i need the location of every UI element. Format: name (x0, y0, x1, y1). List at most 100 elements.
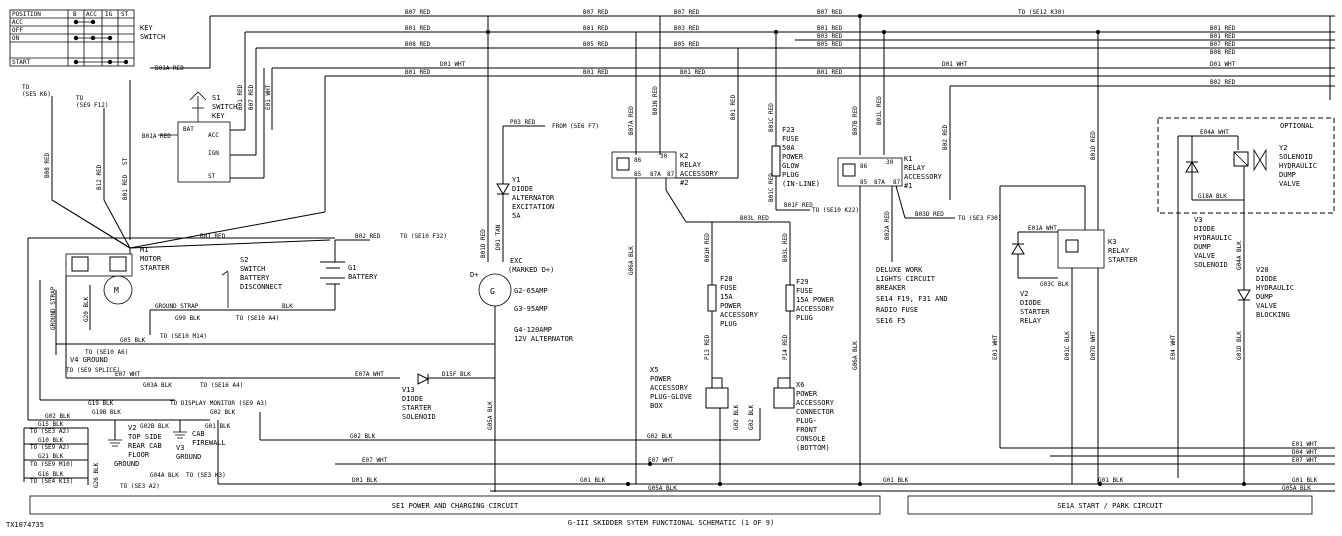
v3-ground-label-3: V3 (176, 444, 184, 452)
k2-label-2: RELAY (680, 161, 702, 169)
s1-label: S1 (212, 94, 220, 102)
wire-label: B07B RED (852, 106, 859, 135)
wire-label: B02 RED (942, 124, 949, 150)
ref-label: TO (SE9 M10) (30, 461, 73, 468)
s1-term-bat: BAT (183, 126, 194, 133)
wire-label: B03D RED (915, 211, 944, 218)
f28-label-5: ACCESSORY (720, 311, 759, 319)
v3-diode-label-3: HYDRAULIC (1194, 234, 1232, 242)
wire-label: G10 BLK (38, 437, 64, 444)
v20-label-5: VALVE (1256, 302, 1277, 310)
wire-label: B02A RED (884, 211, 891, 240)
m1-label-2: MOTOR (140, 255, 162, 263)
v3-diode-label: V3 (1194, 216, 1202, 224)
wire-label: E01 WHT (1292, 441, 1318, 448)
wire-label: B01F RED (784, 202, 813, 209)
v2-ground-label-3: REAR CAB (128, 442, 162, 450)
ref-label: TO (SE9 A2) (30, 444, 70, 451)
wire-label: B01 RED (122, 174, 129, 200)
wire-label: B08 RED (1210, 49, 1236, 56)
wire-label: B05 RED (583, 41, 609, 48)
table-header-position: POSITION (12, 11, 41, 18)
k2-pin-85: 85 (634, 171, 642, 178)
table-row-on: ON (12, 35, 20, 42)
motor-symbol: M (114, 286, 119, 295)
v20-label: V20 (1256, 266, 1269, 274)
wire-label: B07 RED (1210, 41, 1236, 48)
wire-label: G05 BLK (120, 337, 146, 344)
k1-pin-87: 87 (893, 179, 901, 186)
wire-label: D01C BLK (1064, 331, 1071, 360)
top-bus-labels: B07 RED B07 RED B07 RED B07 RED TO (SE12… (155, 9, 1236, 86)
wire-label: B01A RED (155, 65, 184, 72)
key-switch-title-2: SWITCH (140, 33, 165, 41)
wire-label: D01 TAN (495, 224, 502, 250)
key-switch-s1: S1 SWITCH KEY BAT ACC IGN ST B01A RED B0… (142, 68, 272, 183)
f29-label-4: ACCESSORY (796, 305, 835, 313)
bottom-bus: E07 WHT E07 WHT E07 WHT D01 BLK G01 BLK … (218, 441, 1335, 492)
y1-label-4: EXCITATION (512, 203, 554, 211)
s1-term-ign: IGN (208, 150, 219, 157)
exc-label: EXC (510, 257, 523, 265)
optional-label: OPTIONAL (1280, 122, 1314, 130)
y2-label-3: HYDRAULIC (1279, 162, 1317, 170)
wire-label: E07A WHT (355, 371, 384, 378)
x5-label-4: PLUG-GLOVE (650, 393, 692, 401)
wire-label: B03L RED (740, 215, 769, 222)
wire-label: G05A BLK (648, 485, 677, 492)
section-se1-label: SE1 POWER AND CHARGING CIRCUIT (392, 502, 519, 510)
wire-label: B05 RED (674, 41, 700, 48)
wire-label: B01D RED (1090, 131, 1097, 160)
wire-label: B07A RED (628, 106, 635, 135)
k2-pin-87: 87 (667, 171, 675, 178)
wire-label: G04A BLK (150, 472, 179, 479)
wire-label: B03L RED (782, 233, 789, 262)
left-refs: TO (SE5 K6) TO (SE9 F12) B08 RED B12 RED… (22, 80, 131, 249)
f28-label-2: FUSE (720, 284, 737, 292)
x6-label-3: ACCESSORY (796, 399, 835, 407)
motor-starter-m1: M M1 MOTOR STARTER (28, 199, 335, 305)
ref-label: TO (SE9 SPLICE) (66, 367, 120, 374)
ref-label: TO (SE10 F32) (400, 233, 447, 240)
wire-label: D07D WHT (1090, 331, 1097, 360)
x5-label-3: ACCESSORY (650, 384, 689, 392)
s2-label: S2 (240, 256, 248, 264)
x5-label-2: POWER (650, 375, 672, 383)
battery-disconnect: S2 SWITCH BATTERY DISCONNECT B02 RED TO … (149, 233, 447, 340)
s2-label-2: SWITCH (240, 265, 265, 273)
f28-label-4: POWER (720, 302, 742, 310)
wire-label: B03 RED (817, 33, 843, 40)
deluxe-label-3: BREAKER (876, 284, 906, 292)
deluxe-label-6: SE16 F5 (876, 317, 906, 325)
wire-label: G06A BLK (628, 246, 635, 275)
wire-label: G05A BLK (1282, 485, 1311, 492)
wire-label: G01 BLK (580, 477, 606, 484)
g1-label-2: BATTERY (348, 273, 378, 281)
wire-label: G01 BLK (1098, 477, 1124, 484)
wire-label: G02 BLK (350, 433, 376, 440)
wire-label: G21 BLK (38, 453, 64, 460)
wire-label: B01L RED (876, 96, 883, 125)
f29-label: F29 (796, 278, 809, 286)
wire-label: B01D RED (480, 229, 487, 258)
f29-label-3: 15A POWER (796, 296, 835, 304)
wire-label: B07 RED (405, 9, 431, 16)
k3-label: K3 (1108, 238, 1116, 246)
wire-label: E01 WHT (992, 334, 999, 360)
wire-label: B01 RED (730, 94, 737, 120)
ref-label: TO (SE10 K22) (812, 207, 859, 214)
v2-ground-label-2: TOP SIDE (128, 433, 162, 441)
section-se1a-label: SE1A START / PARK CIRCUIT (1057, 502, 1163, 510)
wire-label: B07 RED (248, 84, 255, 110)
key-switch-table: POSITION B ACC IG ST ACC OFF ON START KE… (9, 9, 165, 67)
f23-label-7: (IN-LINE) (782, 180, 820, 188)
ref-label: TO (SE3 A2) (30, 428, 70, 435)
ref-label: TO (SE3 A2) (120, 483, 160, 490)
v2-ground-label-5: GROUND (114, 460, 139, 468)
wire-label: B01 RED (817, 69, 843, 76)
wire-label: P13 RED (704, 334, 711, 360)
wire-label: B01 RED (583, 25, 609, 32)
wire-label: G19B BLK (92, 409, 121, 416)
x6-label-7: CONSOLE (796, 435, 826, 443)
document-id: TX1074735 (6, 521, 44, 529)
